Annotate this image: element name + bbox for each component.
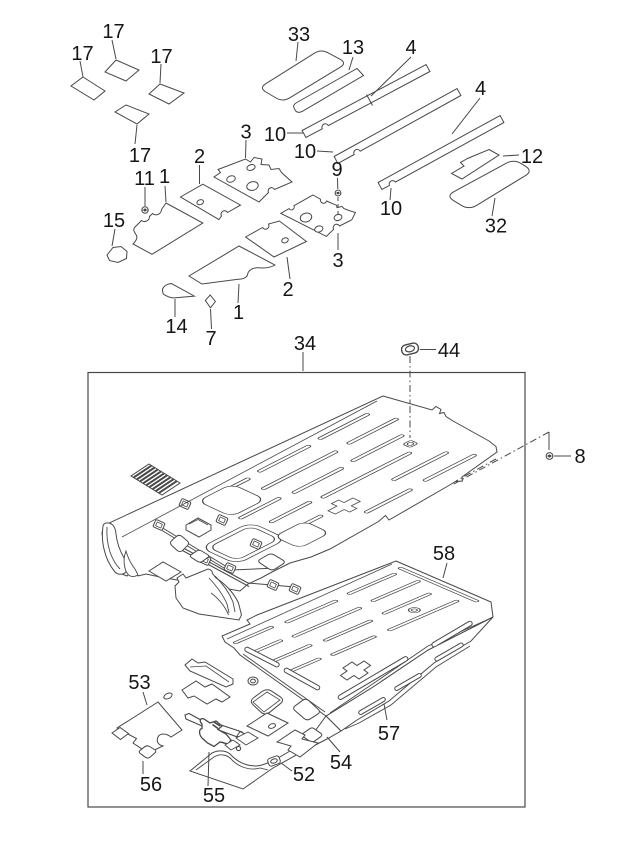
svg-text:10: 10: [294, 141, 316, 163]
svg-text:56: 56: [140, 774, 162, 796]
svg-text:17: 17: [150, 46, 172, 68]
svg-text:12: 12: [521, 146, 543, 168]
svg-text:17: 17: [129, 145, 151, 167]
svg-text:8: 8: [574, 446, 585, 468]
svg-text:54: 54: [330, 752, 352, 774]
svg-text:10: 10: [380, 198, 402, 220]
svg-text:58: 58: [433, 543, 455, 565]
svg-text:11: 11: [134, 168, 155, 190]
svg-text:4: 4: [405, 37, 416, 59]
svg-text:34: 34: [294, 333, 316, 355]
svg-text:53: 53: [128, 672, 150, 694]
svg-text:7: 7: [205, 328, 216, 350]
svg-text:1: 1: [159, 166, 170, 188]
svg-text:32: 32: [485, 216, 507, 238]
svg-text:14: 14: [165, 316, 187, 338]
svg-text:17: 17: [71, 43, 93, 65]
svg-text:3: 3: [332, 250, 343, 272]
svg-text:55: 55: [203, 785, 225, 807]
svg-text:17: 17: [102, 21, 124, 43]
svg-text:33: 33: [288, 24, 310, 46]
svg-text:15: 15: [103, 210, 125, 232]
svg-text:3: 3: [240, 122, 251, 144]
svg-text:13: 13: [342, 37, 364, 59]
svg-text:57: 57: [378, 723, 400, 745]
svg-text:9: 9: [331, 159, 342, 181]
svg-text:4: 4: [475, 78, 486, 100]
svg-text:44: 44: [438, 340, 460, 362]
svg-text:2: 2: [282, 279, 293, 301]
svg-text:52: 52: [293, 764, 315, 786]
svg-text:10: 10: [264, 124, 286, 146]
svg-text:2: 2: [194, 146, 205, 168]
svg-text:1: 1: [233, 302, 244, 324]
